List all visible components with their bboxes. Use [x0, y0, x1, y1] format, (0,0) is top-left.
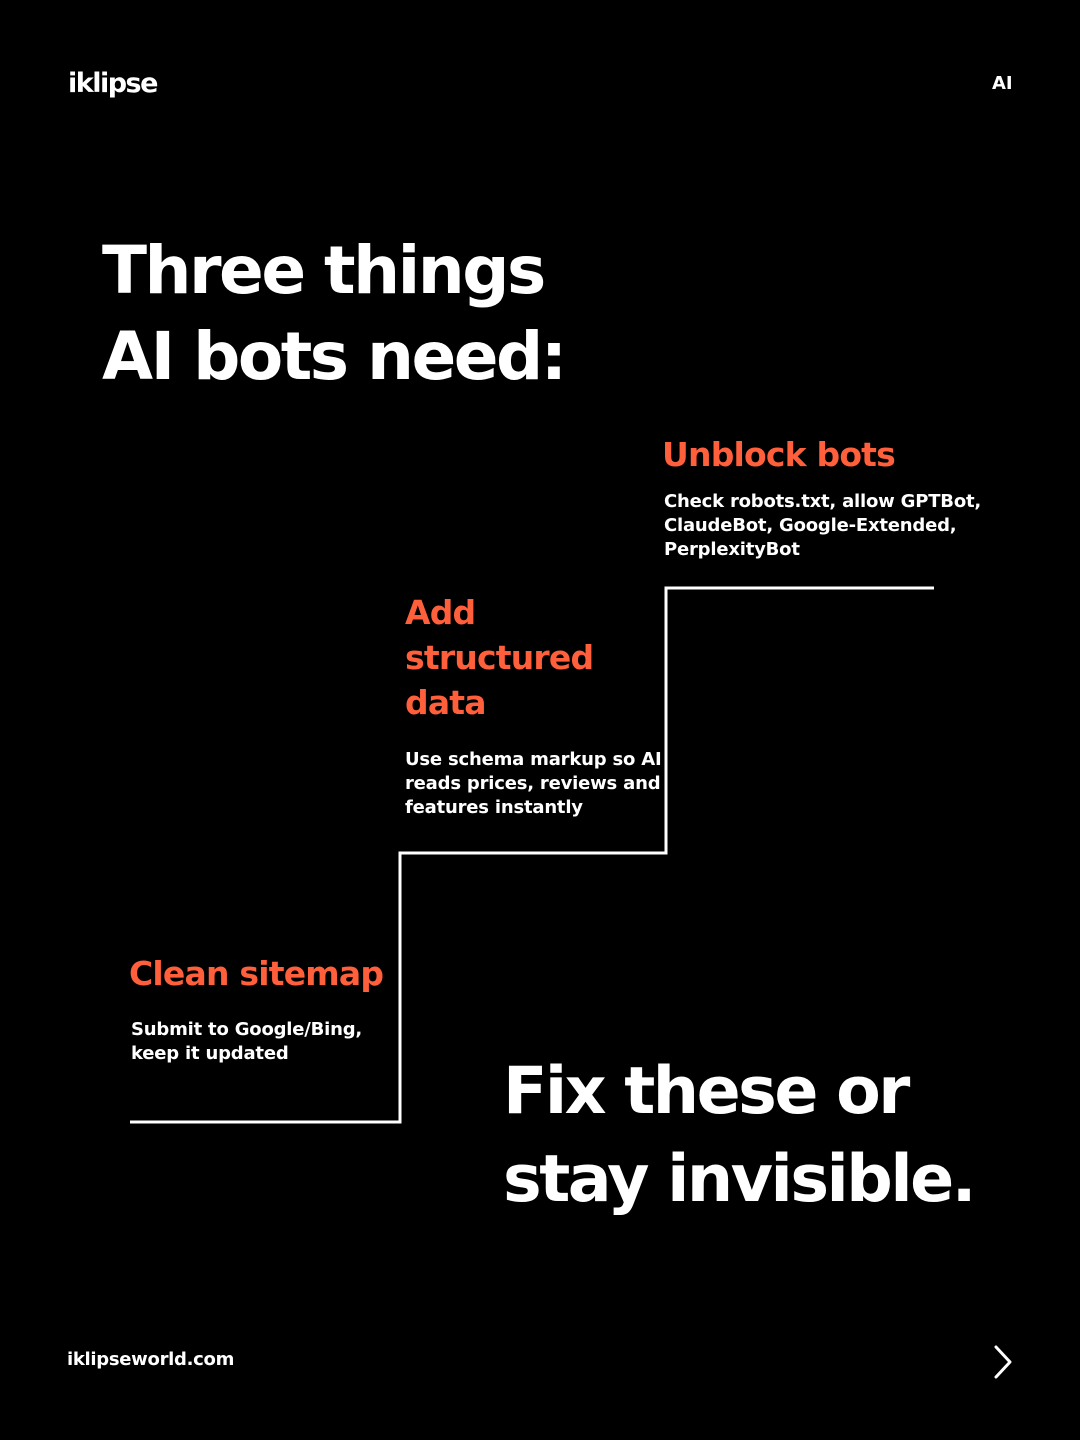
step-3-description: Submit to Google/Bing, keep it updated [131, 1019, 363, 1064]
headline-line-2: AI bots need: [102, 318, 567, 395]
headline-line-1: Three things [102, 232, 546, 309]
step-1-description: Check robots.txt, allow GPTBot, ClaudeBo… [664, 491, 982, 560]
closing-line-2: stay invisible. [503, 1142, 976, 1217]
closing-statement: Fix these or stay invisible. [503, 1048, 1063, 1224]
next-button[interactable] [988, 1342, 1018, 1382]
brand-logo: iklipse [68, 68, 158, 99]
step-1-title: Unblock bots [662, 435, 896, 474]
chevron-right-icon [994, 1345, 1012, 1379]
step-2-description: Use schema markup so AI reads prices, re… [405, 749, 662, 818]
step-3-title: Clean sitemap [129, 954, 384, 993]
category-tag: AI [992, 73, 1013, 94]
step-2-title: Add structured data [405, 593, 594, 722]
website-url[interactable]: iklipseworld.com [67, 1349, 235, 1370]
closing-line-1: Fix these or [503, 1054, 910, 1129]
headline: Three things AI bots need: [102, 228, 802, 400]
